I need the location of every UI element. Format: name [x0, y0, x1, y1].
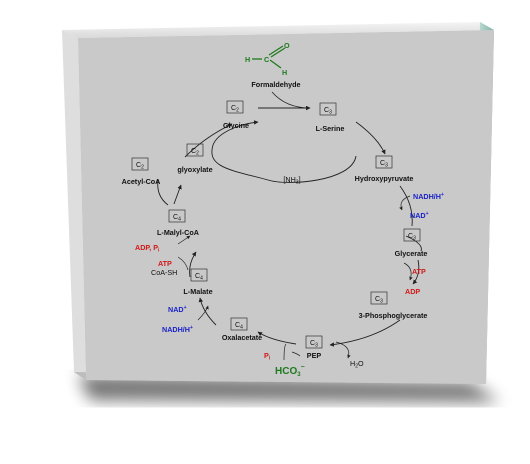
svg-text:C3: C3 — [380, 160, 388, 169]
label-nadh-hydroxypyruvate: NADH/H+ — [413, 192, 444, 201]
svg-text:C4: C4 — [173, 214, 181, 223]
formaldehyde-atom-o: O — [284, 41, 290, 50]
label-adp-pi: ADP, Pi — [135, 243, 160, 254]
label-coash: CoA-SH — [151, 268, 177, 277]
label-glycine: Glycine — [223, 121, 249, 130]
label-water: H2O — [350, 359, 364, 370]
label-nad-hydroxypyruvate: NAD+ — [410, 211, 429, 220]
label-glycerate: Glycerate — [395, 249, 428, 258]
carbon-box-acetyl-coa: C2 — [131, 157, 149, 171]
carbon-box-phosphoglycerate: C3 — [370, 291, 388, 305]
svg-text:C3: C3 — [408, 233, 416, 242]
formaldehyde-atom-c: C — [264, 55, 269, 64]
svg-text:C2: C2 — [191, 148, 199, 157]
diagram-panel — [78, 30, 494, 384]
label-serine: L-Serine — [316, 124, 345, 133]
label-malate: L-Malate — [183, 287, 212, 296]
label-glyoxylate: glyoxylate — [177, 165, 212, 174]
label-hydroxypyruvate: Hydroxypyruvate — [355, 174, 414, 183]
metabolite-labels: Glycine L-Serine Hydroxypyruvate Glycera… — [122, 121, 428, 360]
carbon-box-oxalacetate: C4 — [230, 317, 248, 331]
label-nadh-malate: NADH/H+ — [162, 325, 193, 334]
svg-text:C3: C3 — [324, 107, 332, 116]
carbon-box-glycine: C2 — [226, 100, 244, 114]
label-malyl-coa: L-Malyl-CoA — [157, 228, 199, 237]
cycle-arrows — [157, 105, 422, 347]
label-bicarbonate: HCO3− — [275, 364, 305, 378]
cofactor-arrows — [177, 195, 413, 361]
carbon-box-glycerate: C3 — [403, 228, 421, 242]
carbon-box-malate: C4 — [190, 268, 208, 282]
label-atp-malate: ATP — [158, 259, 172, 268]
label-formaldehyde: Formaldehyde — [251, 80, 300, 89]
label-nad-malate: NAD+ — [168, 305, 187, 314]
label-ammonia: [NH3] — [283, 175, 300, 186]
svg-text:C3: C3 — [375, 296, 383, 305]
carbon-box-serine: C3 — [319, 102, 337, 116]
label-acetyl-coa: Acetyl-CoA — [122, 177, 161, 186]
svg-text:C4: C4 — [195, 273, 203, 282]
formaldehyde-structure: H C O H — [245, 41, 290, 77]
carbon-boxes: C2 C3 C3 C3 C3 C3 C4 C4 — [131, 100, 421, 349]
carbon-box-hydroxypyruvate: C3 — [375, 155, 393, 169]
label-phosphoglycerate: 3-Phosphoglycerate — [359, 311, 428, 320]
display-frame — [62, 22, 494, 384]
svg-text:C4: C4 — [235, 322, 243, 331]
formaldehyde-atom-h-left: H — [245, 55, 250, 64]
carbon-box-malyl-coa: C4 — [168, 209, 186, 223]
carbon-box-pep: C3 — [305, 335, 323, 349]
label-atp-glycerate: ATP — [412, 267, 426, 276]
carbon-box-glyoxylate: C2 — [186, 143, 204, 157]
label-phosphate: Pi — [264, 351, 271, 362]
label-pep: PEP — [307, 351, 322, 360]
formaldehyde-atom-h-bottom: H — [282, 68, 287, 77]
svg-text:C2: C2 — [136, 162, 144, 171]
svg-text:C3: C3 — [310, 340, 318, 349]
svg-text:C2: C2 — [231, 105, 239, 114]
cofactor-labels: [NH3] NADH/H+ NAD+ ATP ADP H2O HCO3− Pi … — [135, 175, 444, 378]
label-adp-glycerate: ADP — [405, 287, 420, 296]
label-oxalacetate: Oxalacetate — [222, 333, 262, 342]
